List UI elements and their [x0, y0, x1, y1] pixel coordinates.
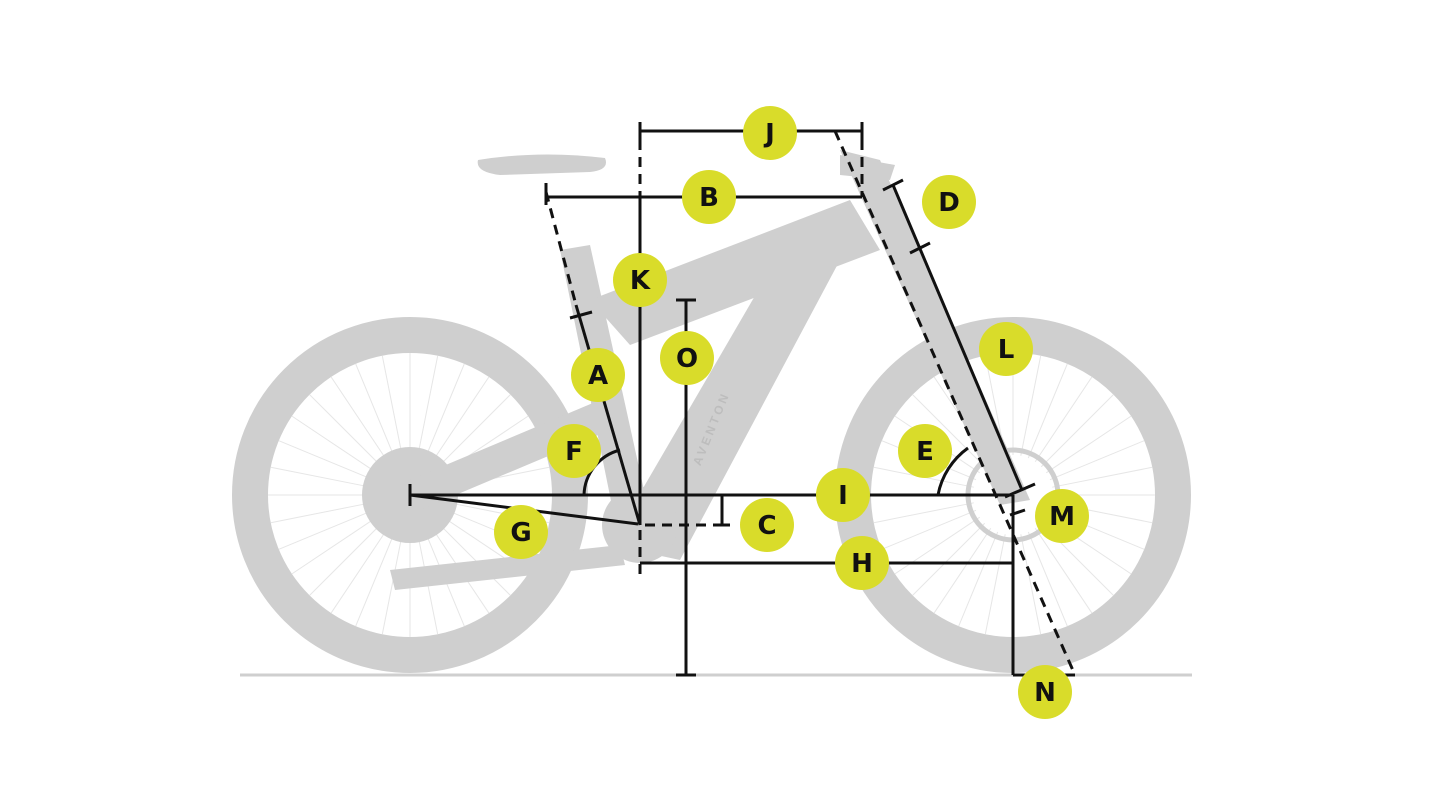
label-badge-d: D [922, 175, 976, 229]
badge-letter: H [851, 549, 873, 579]
spoke [1045, 415, 1132, 474]
spoke [1040, 394, 1114, 468]
badge-letter: C [757, 511, 776, 541]
label-badge-e: E [898, 424, 952, 478]
badge-letter: I [838, 481, 848, 511]
spoke [958, 531, 999, 627]
handlebar [840, 155, 895, 180]
spoke [270, 466, 371, 488]
badge-circle [835, 536, 889, 590]
spoke [894, 516, 981, 575]
top-tube [590, 200, 880, 345]
down-tube [610, 260, 840, 560]
badge-letter: B [699, 183, 719, 213]
spoke [309, 394, 383, 468]
badge-letter: D [938, 188, 960, 218]
spoke [984, 534, 1006, 635]
label-badge-j: J [743, 106, 797, 160]
spoke [330, 527, 389, 614]
label-badge-k: K [613, 253, 667, 307]
badge-circle [1035, 489, 1089, 543]
badge-letter: G [510, 518, 531, 548]
spoke [355, 531, 396, 627]
spoke [291, 415, 378, 474]
spoke [873, 502, 974, 524]
badge-circle [816, 468, 870, 522]
spoke [278, 440, 374, 481]
spoke [1034, 527, 1093, 614]
bike-silhouette: AVENTON [232, 150, 1192, 677]
head-angle-arc [936, 446, 969, 496]
spoke [278, 509, 374, 550]
badge-letter: F [565, 437, 583, 467]
badge-letter: E [916, 437, 934, 467]
label-badge-g: G [494, 505, 548, 559]
label-badge-l: L [979, 322, 1033, 376]
label-badge-a: A [571, 348, 625, 402]
label-badge-o: O [660, 331, 714, 385]
chain-stay [390, 545, 625, 590]
label-badge-n: N [1018, 665, 1072, 719]
spoke [424, 363, 465, 459]
label-badge-f: F [547, 424, 601, 478]
spoke [330, 376, 389, 463]
label-badge-i: I [816, 468, 870, 522]
spoke [881, 509, 977, 550]
spoke [431, 376, 490, 463]
spoke [355, 363, 396, 459]
spoke [1027, 363, 1068, 459]
labels: J B K D O L A F E I M G C H N [494, 106, 1089, 719]
badge-circle [682, 170, 736, 224]
badge-circle [898, 424, 952, 478]
badge-circle [547, 424, 601, 478]
label-badge-c: C [740, 498, 794, 552]
saddle [477, 154, 606, 175]
badge-circle [1018, 665, 1072, 719]
spoke [1020, 355, 1042, 456]
spoke [437, 394, 511, 468]
spoke [912, 394, 986, 468]
spoke [381, 355, 403, 456]
badge-letter: N [1034, 678, 1056, 708]
badge-circle [740, 498, 794, 552]
badge-circle [494, 505, 548, 559]
spoke [1052, 466, 1153, 488]
label-badge-m: M [1035, 489, 1089, 543]
badge-letter: M [1049, 502, 1075, 532]
spoke [309, 522, 383, 596]
spoke [933, 527, 992, 614]
label-badge-h: H [835, 536, 889, 590]
spoke [417, 355, 439, 456]
badge-circle [571, 348, 625, 402]
badge-letter: O [676, 344, 698, 374]
spoke [1020, 534, 1042, 635]
spoke [1027, 531, 1068, 627]
spoke [1049, 440, 1145, 481]
badge-circle [613, 253, 667, 307]
badge-letter: A [588, 361, 608, 391]
badge-letter: J [763, 119, 775, 149]
label-badge-b: B [682, 170, 736, 224]
measurement-lines [408, 122, 1077, 677]
fork [840, 150, 1030, 505]
spoke [1034, 376, 1093, 463]
spoke [381, 534, 403, 635]
spoke [270, 502, 371, 524]
spoke [437, 522, 511, 596]
badge-letter: L [998, 335, 1015, 365]
spoke [291, 516, 378, 575]
badge-circle [979, 322, 1033, 376]
badge-circle [743, 106, 797, 160]
badge-circle [922, 175, 976, 229]
seat-stay [410, 400, 610, 510]
badge-circle [660, 331, 714, 385]
badge-letter: K [630, 266, 651, 296]
spoke [912, 522, 986, 596]
